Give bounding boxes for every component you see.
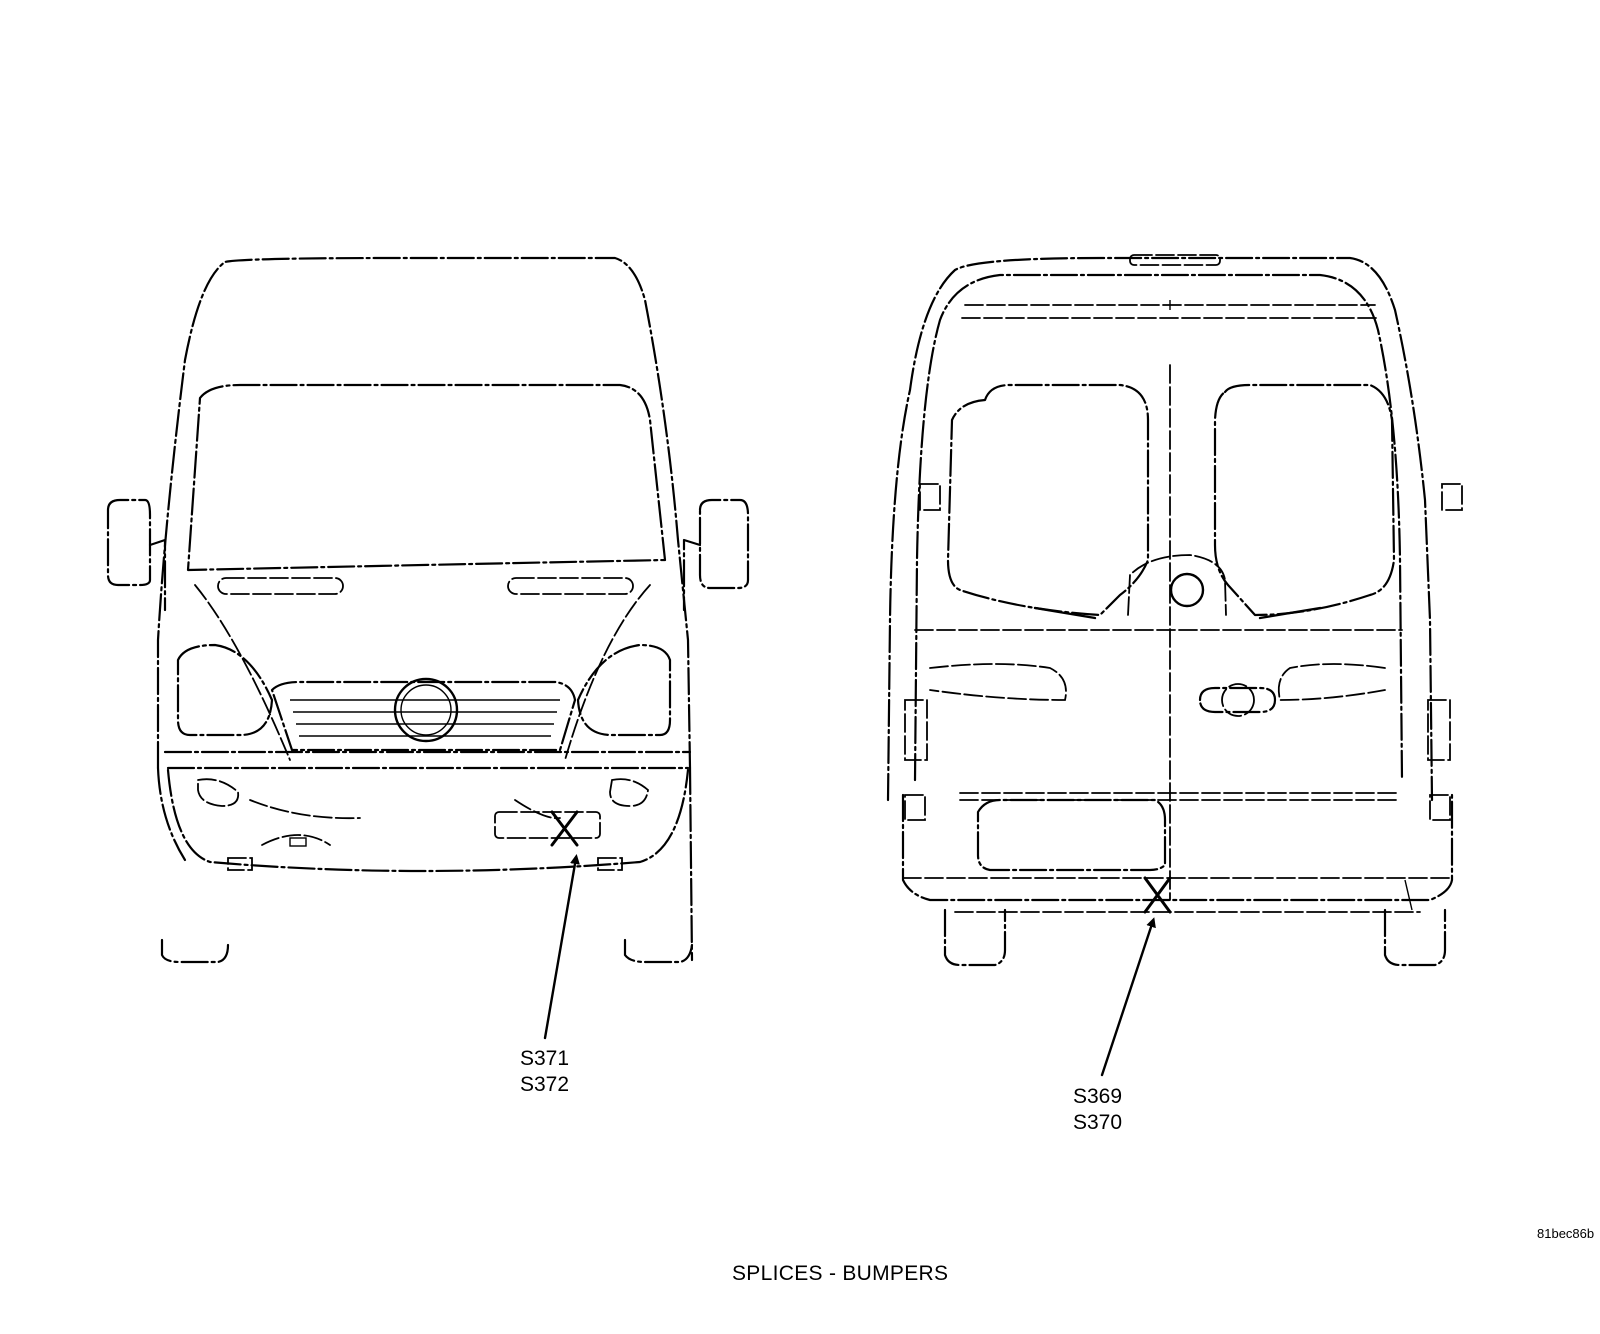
rear-splice-x-mark-icon [1143, 876, 1172, 914]
rear-callout-arrow [1100, 917, 1156, 1077]
figure-id: 81bec86b [1537, 1226, 1595, 1241]
front-splice-x-mark-icon [550, 810, 579, 847]
front-splice-label-1: S371 [520, 1047, 570, 1070]
front-callout-arrow [543, 854, 580, 1040]
diagram-title: SPLICES - BUMPERS [732, 1262, 949, 1285]
front-splice-callout: S371 S372 [520, 1046, 569, 1098]
rear-splice-label-2: S370 [1073, 1111, 1123, 1134]
rear-view-van [886, 254, 1463, 967]
front-view-van [106, 256, 750, 964]
front-splice-label-2: S372 [520, 1073, 570, 1096]
rear-splice-label-1: S369 [1073, 1085, 1123, 1108]
rear-splice-callout: S369 S370 [1073, 1084, 1122, 1136]
